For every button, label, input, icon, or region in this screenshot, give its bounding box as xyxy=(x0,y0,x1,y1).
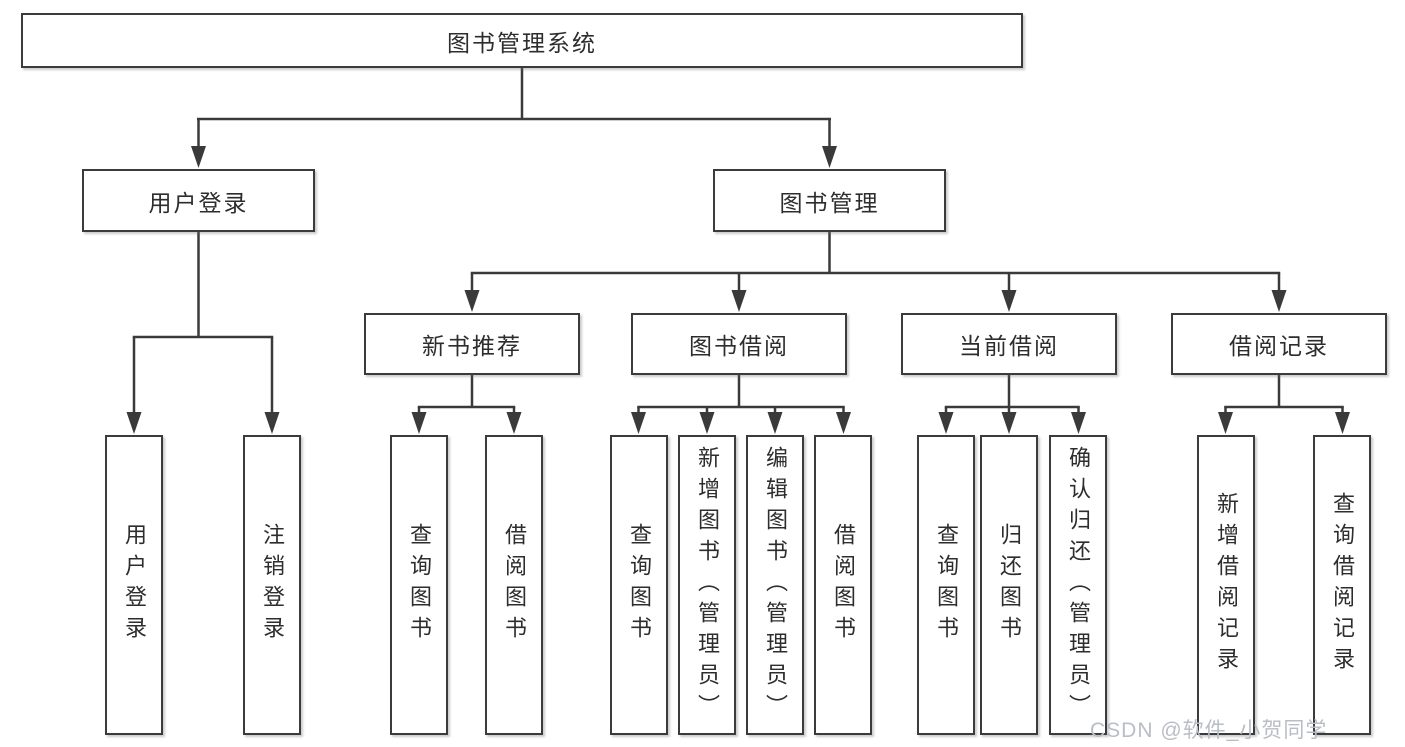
leaf-borrowing-add-admin: 新增图书（管理员） xyxy=(678,435,736,735)
leaf-borrowing-query-label: 查询图书 xyxy=(627,523,652,647)
leaf-borrowing-edit-admin-label: 编辑图书（管理员） xyxy=(763,445,788,725)
node-new-books-label: 新书推荐 xyxy=(422,333,522,359)
node-user-login-label: 用户登录 xyxy=(148,189,249,216)
leaf-current-confirm-admin-label: 确认归还（管理员） xyxy=(1066,445,1091,725)
csdn-watermark: CSDN @软件_小贺同学 xyxy=(1090,719,1328,742)
leaf-logout: 注销登录 xyxy=(243,435,301,735)
node-current-borrow: 当前借阅 xyxy=(901,313,1117,375)
node-book-management: 图书管理 xyxy=(713,169,946,232)
leaf-borrowing-add-admin-label: 新增图书（管理员） xyxy=(695,445,720,725)
leaf-newbooks-query-label: 查询图书 xyxy=(407,523,432,647)
node-borrow-records-label: 借阅记录 xyxy=(1229,333,1329,359)
leaf-records-add-label: 新增借阅记录 xyxy=(1214,492,1239,678)
leaf-records-query-label: 查询借阅记录 xyxy=(1330,492,1355,678)
leaf-records-add: 新增借阅记录 xyxy=(1197,435,1255,735)
leaf-current-return-label: 归还图书 xyxy=(997,523,1022,647)
leaf-user-login-label: 用户登录 xyxy=(122,523,147,647)
leaf-borrowing-borrow: 借阅图书 xyxy=(814,435,872,735)
leaf-current-query: 查询图书 xyxy=(917,435,975,735)
leaf-records-query: 查询借阅记录 xyxy=(1313,435,1371,735)
node-new-books: 新书推荐 xyxy=(364,313,580,375)
leaf-borrowing-borrow-label: 借阅图书 xyxy=(831,523,856,647)
leaf-borrowing-query: 查询图书 xyxy=(610,435,668,735)
arrowheads xyxy=(126,146,1350,434)
node-root-label: 图书管理系统 xyxy=(447,29,597,56)
leaf-current-return: 归还图书 xyxy=(980,435,1038,735)
node-current-borrow-label: 当前借阅 xyxy=(959,333,1059,359)
node-borrow-records: 借阅记录 xyxy=(1171,313,1387,375)
leaf-user-login: 用户登录 xyxy=(105,435,163,735)
leaf-current-confirm-admin: 确认归还（管理员） xyxy=(1049,435,1107,735)
leaf-newbooks-query: 查询图书 xyxy=(390,435,448,735)
leaf-newbooks-borrow: 借阅图书 xyxy=(485,435,543,735)
node-borrowing: 图书借阅 xyxy=(631,313,847,375)
leaf-current-query-label: 查询图书 xyxy=(934,523,959,647)
node-user-login: 用户登录 xyxy=(82,169,315,232)
leaf-newbooks-borrow-label: 借阅图书 xyxy=(502,523,527,647)
node-root: 图书管理系统 xyxy=(21,13,1023,68)
leaf-borrowing-edit-admin: 编辑图书（管理员） xyxy=(746,435,804,735)
leaf-logout-label: 注销登录 xyxy=(260,523,285,647)
node-borrowing-label: 图书借阅 xyxy=(689,333,789,359)
node-book-management-label: 图书管理 xyxy=(779,189,880,216)
